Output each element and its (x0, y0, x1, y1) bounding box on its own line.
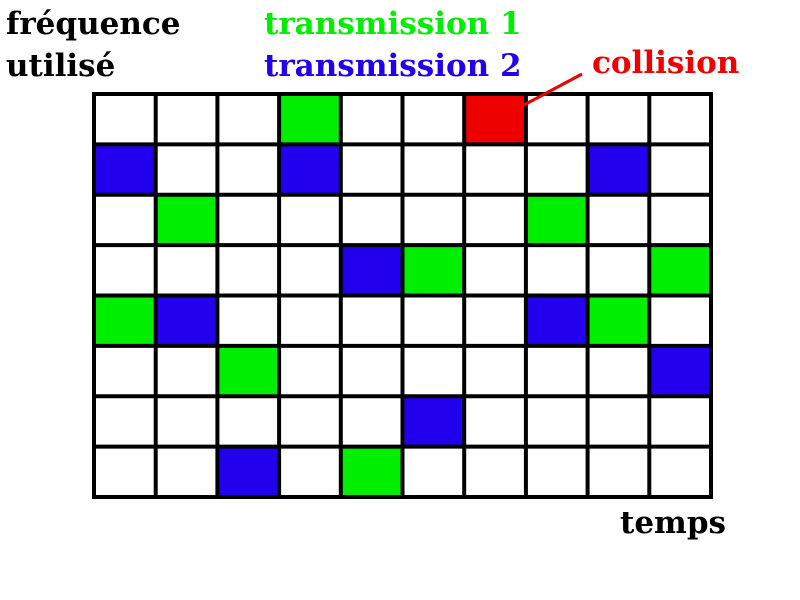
grid-cell-empty (94, 345, 156, 397)
grid-cell-empty (464, 295, 526, 346)
grid-cell-transmission-2 (402, 396, 465, 447)
grid-cell-empty (217, 94, 280, 145)
grid-cell-empty (402, 345, 465, 397)
grid-cell-empty (94, 245, 156, 296)
grid-cell-empty (340, 144, 403, 195)
grid-cell-empty (649, 396, 711, 447)
grid-cell-empty (155, 245, 218, 296)
legend-transmission-1: transmission 1 (264, 6, 522, 42)
grid-cell-empty (94, 446, 156, 497)
grid-cell-transmission-2 (340, 245, 403, 296)
grid-cell-empty (587, 245, 650, 296)
grid-cell-empty (94, 396, 156, 447)
legend-transmission-2: transmission 2 (264, 47, 522, 84)
grid-cell-empty (402, 194, 465, 246)
grid-cell-transmission-2 (649, 345, 711, 397)
grid-cell-empty (402, 446, 465, 497)
grid-cell-empty (587, 194, 650, 246)
grid-cell-empty (217, 194, 280, 246)
y-axis-label-line-2: utilisé (6, 47, 116, 84)
y-axis-label: fréquence utilisé (6, 4, 180, 88)
grid-cell-empty (279, 345, 341, 397)
grid-cell-empty (525, 446, 588, 497)
grid-cell-transmission-1 (587, 295, 650, 346)
grid-cell-empty (279, 446, 341, 497)
grid-cell-transmission-1 (94, 295, 156, 346)
collision-pointer-line (521, 72, 583, 108)
grid-cell-empty (402, 295, 465, 346)
grid-cell-empty (587, 94, 650, 145)
grid-cell-transmission-1 (402, 245, 465, 296)
y-axis-label-line-1: fréquence (6, 6, 181, 42)
grid-cell-empty (340, 194, 403, 246)
grid-cell-empty (464, 345, 526, 397)
grid-cell-empty (587, 345, 650, 397)
grid-cell-empty (217, 295, 280, 346)
grid-cell-transmission-2 (525, 295, 588, 346)
grid-cell-empty (217, 144, 280, 195)
grid-cell-empty (649, 446, 711, 497)
grid-cell-empty (340, 295, 403, 346)
grid-cell-empty (402, 144, 465, 195)
grid-cell-empty (217, 396, 280, 447)
grid-cell-empty (340, 94, 403, 145)
grid-cell-empty (155, 144, 218, 195)
grid-cell-empty (279, 245, 341, 296)
grid-cell-empty (279, 194, 341, 246)
grid-cell-transmission-1 (217, 345, 280, 397)
grid-cell-empty (649, 295, 711, 346)
grid-cell-transmission-1 (279, 94, 341, 145)
grid-cell-transmission-2 (279, 144, 341, 195)
grid-cell-empty (464, 446, 526, 497)
grid-cell-empty (464, 144, 526, 195)
grid-cell-empty (464, 194, 526, 246)
grid-cell-empty (155, 396, 218, 447)
legend: transmission 1 transmission 2 (264, 4, 522, 88)
grid-cell-transmission-2 (155, 295, 218, 346)
grid-cell-empty (649, 194, 711, 246)
x-axis-label: temps (620, 505, 726, 541)
grid-cell-empty (340, 396, 403, 447)
grid-cell-transmission-1 (525, 194, 588, 246)
grid-cell-transmission-2 (217, 446, 280, 497)
grid-cell-empty (464, 396, 526, 447)
grid-cell-transmission-1 (155, 194, 218, 246)
grid-cell-empty (649, 94, 711, 145)
grid-cell-transmission-1 (649, 245, 711, 296)
grid-cell-empty (279, 295, 341, 346)
grid-cell-empty (587, 396, 650, 447)
grid-cell-empty (587, 446, 650, 497)
grid-cell-empty (340, 345, 403, 397)
grid-cell-transmission-1 (340, 446, 403, 497)
grid-cell-empty (402, 94, 465, 145)
grid-cell-empty (525, 345, 588, 397)
grid-cell-transmission-2 (94, 144, 156, 195)
grid-cell-empty (155, 94, 218, 145)
grid-cell-empty (94, 94, 156, 145)
grid-cell-empty (155, 446, 218, 497)
grid-cell-empty (525, 396, 588, 447)
collision-label: collision (592, 45, 740, 81)
grid-cell-empty (155, 345, 218, 397)
grid-cell-empty (217, 245, 280, 296)
grid-cell-empty (649, 144, 711, 195)
grid-cell-empty (525, 94, 588, 145)
grid-cell-transmission-2 (587, 144, 650, 195)
grid-cell-collision (464, 94, 526, 145)
grid-cell-empty (464, 245, 526, 296)
grid-cell-empty (525, 245, 588, 296)
grid-cell-empty (94, 194, 156, 246)
grid-cell-empty (525, 144, 588, 195)
grid-cell-empty (279, 396, 341, 447)
